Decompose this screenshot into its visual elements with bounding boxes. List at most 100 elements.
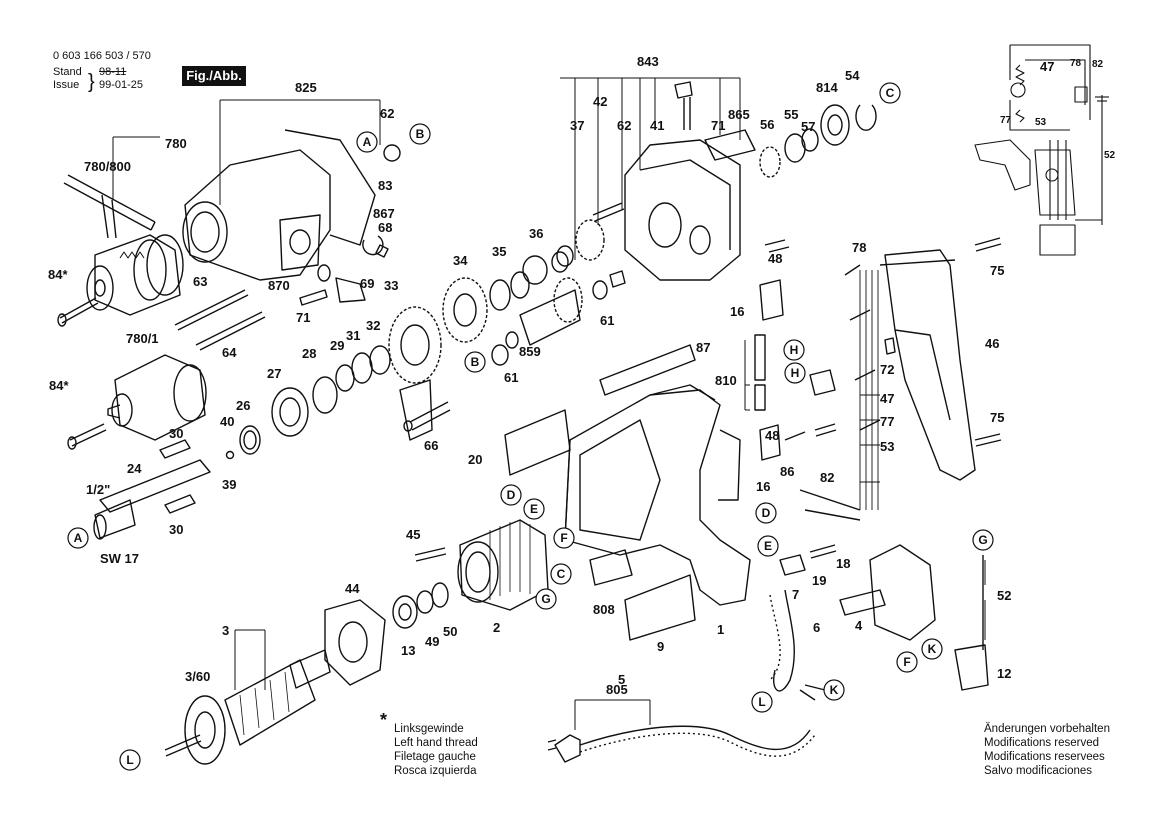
part-label: 18 — [836, 556, 850, 571]
part-label: 33 — [384, 278, 398, 293]
part-label: 69 — [360, 276, 374, 291]
stand-label: Stand — [53, 66, 82, 78]
part-label: 12 — [997, 666, 1011, 681]
part-label: 46 — [985, 336, 999, 351]
part-label: 7 — [792, 587, 799, 602]
part-label: 16 — [730, 304, 744, 319]
circle-letter: L — [126, 753, 133, 767]
part-label: 54 — [845, 68, 860, 83]
part-label: 24 — [127, 461, 142, 476]
part-label: 53 — [880, 439, 894, 454]
part-label: 9 — [657, 639, 664, 654]
keyless-chuck-drawing — [67, 354, 207, 450]
part-label: 3/60 — [185, 669, 210, 684]
circle-letter: K — [928, 642, 937, 656]
part-label: 843 — [637, 54, 659, 69]
circle-letter: K — [830, 683, 839, 697]
circle-letter: G — [541, 592, 550, 606]
part-label: 3 — [222, 623, 229, 638]
part-label: 50 — [443, 624, 457, 639]
part-label: 57 — [801, 119, 815, 134]
part-label: 2 — [493, 620, 500, 635]
part-label: 41 — [650, 118, 664, 133]
circle-letter: B — [416, 127, 425, 141]
part-label: 26 — [236, 398, 250, 413]
part-label: 84* — [48, 267, 68, 282]
part-label: 64 — [222, 345, 237, 360]
part-label: 4 — [855, 618, 863, 633]
footnote-text: Linksgewinde Left hand thread Filetage g… — [394, 722, 478, 778]
part-label: 780 — [165, 136, 187, 151]
part-label: 42 — [593, 94, 607, 109]
part-label: 36 — [529, 226, 543, 241]
part-label: 78 — [852, 240, 866, 255]
footnote-line: Rosca izquierda — [394, 765, 477, 777]
part-label: 78 — [1070, 58, 1082, 69]
part-label: 37 — [570, 118, 584, 133]
part-label: 47 — [880, 391, 894, 406]
modifications-line: Änderungen vorbehalten — [984, 723, 1110, 735]
part-label: 83 — [378, 178, 392, 193]
part-label: 39 — [222, 477, 236, 492]
part-label: 75 — [990, 410, 1004, 425]
part-label: 53 — [1035, 117, 1047, 128]
part-label: 82 — [1092, 59, 1104, 70]
circuit-schematic-drawing — [974, 44, 1109, 256]
part-label: 77 — [1000, 115, 1012, 126]
part-label: 34 — [453, 253, 468, 268]
part-label: 16 — [756, 479, 770, 494]
part-label: 62 — [617, 118, 631, 133]
circle-letter: C — [557, 567, 566, 581]
part-label: 52 — [997, 588, 1011, 603]
part-label: 27 — [267, 366, 281, 381]
part-label: 805 — [606, 682, 628, 697]
circle-letter: D — [507, 488, 516, 502]
handle-drawing — [754, 237, 1002, 521]
part-label: 47 — [1040, 59, 1054, 74]
part-label: 30 — [169, 522, 183, 537]
part-label: 56 — [760, 117, 774, 132]
gear-housing-drawing — [174, 129, 401, 351]
part-label: 45 — [406, 527, 420, 542]
part-label: 82 — [820, 470, 834, 485]
footnote-symbol: * — [380, 710, 388, 730]
circle-letter: F — [903, 655, 910, 669]
intermediate-flange-drawing — [556, 81, 877, 288]
part-label: 87 — [696, 340, 710, 355]
circle-letter: D — [762, 506, 771, 520]
part-label: 35 — [492, 244, 506, 259]
circle-markers — [67, 82, 994, 771]
modifications-line: Modifications reservees — [984, 751, 1105, 763]
gear-set-drawing — [388, 251, 608, 441]
part-label: 5 — [618, 672, 625, 687]
stand-value: 98-11 — [99, 66, 127, 78]
part-label: 28 — [302, 346, 316, 361]
part-label: 61 — [504, 370, 518, 385]
part-label: 66 — [424, 438, 438, 453]
circle-letter: B — [471, 355, 480, 369]
footnote-line: Filetage gauche — [394, 751, 476, 763]
part-label: 13 — [401, 643, 415, 658]
part-label: 1 — [717, 622, 724, 637]
part-label: 84* — [49, 378, 69, 393]
part-label: 1/2" — [86, 482, 110, 497]
part-label: 20 — [468, 452, 482, 467]
part-label: 44 — [345, 581, 360, 596]
spindle-drawing — [93, 345, 391, 540]
circle-letter: G — [978, 533, 987, 547]
field-coil-drawing — [414, 519, 549, 611]
modifications-line: Salvo modificaciones — [984, 765, 1093, 777]
footnote-line: Left hand thread — [394, 737, 478, 749]
part-label: 55 — [784, 107, 798, 122]
brace-glyph: } — [88, 71, 95, 93]
part-label: 62 — [380, 106, 394, 121]
part-label: 71 — [296, 310, 310, 325]
part-label: SW 17 — [100, 551, 139, 566]
part-label: 865 — [728, 107, 750, 122]
circle-letter: E — [530, 502, 538, 516]
part-label: 810 — [715, 373, 737, 388]
circle-letter: E — [764, 539, 772, 553]
part-label: 61 — [600, 313, 614, 328]
part-label: 75 — [990, 263, 1004, 278]
